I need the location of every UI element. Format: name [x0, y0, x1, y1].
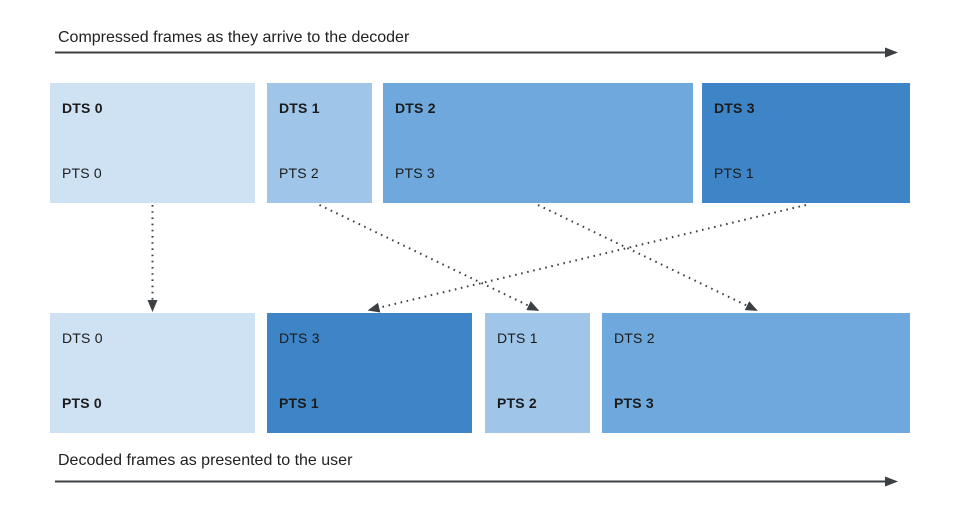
dts-label: DTS 1 — [279, 100, 320, 116]
dts-label: DTS 3 — [714, 100, 755, 116]
decoded-frame-pts3: DTS 2 PTS 3 — [602, 313, 910, 433]
compressed-frame-dts1: DTS 1 PTS 2 — [267, 83, 372, 203]
compressed-frame-dts3: DTS 3 PTS 1 — [702, 83, 910, 203]
decoded-frame-pts2: DTS 1 PTS 2 — [485, 313, 590, 433]
pts-label: PTS 0 — [62, 395, 102, 411]
dts-label: DTS 2 — [395, 100, 436, 116]
pts-label: PTS 2 — [497, 395, 537, 411]
compressed-frame-dts2: DTS 2 PTS 3 — [383, 83, 693, 203]
dts-label: DTS 1 — [497, 330, 538, 346]
dts-label: DTS 3 — [279, 330, 320, 346]
pts-label: PTS 3 — [614, 395, 654, 411]
dts-label: DTS 0 — [62, 330, 103, 346]
dts-label: DTS 0 — [62, 100, 103, 116]
decoded-frame-pts1: DTS 3 PTS 1 — [267, 313, 472, 433]
compressed-caption: Compressed frames as they arrive to the … — [58, 29, 410, 46]
compressed-frame-dts0: DTS 0 PTS 0 — [50, 83, 255, 203]
decoded-caption: Decoded frames as presented to the user — [58, 452, 353, 469]
dts-label: DTS 2 — [614, 330, 655, 346]
pts-label: PTS 2 — [279, 165, 319, 181]
pts-label: PTS 1 — [279, 395, 319, 411]
pts-label: PTS 3 — [395, 165, 435, 181]
pts-label: PTS 1 — [714, 165, 754, 181]
decoded-frame-pts0: DTS 0 PTS 0 — [50, 313, 255, 433]
pts-label: PTS 0 — [62, 165, 102, 181]
